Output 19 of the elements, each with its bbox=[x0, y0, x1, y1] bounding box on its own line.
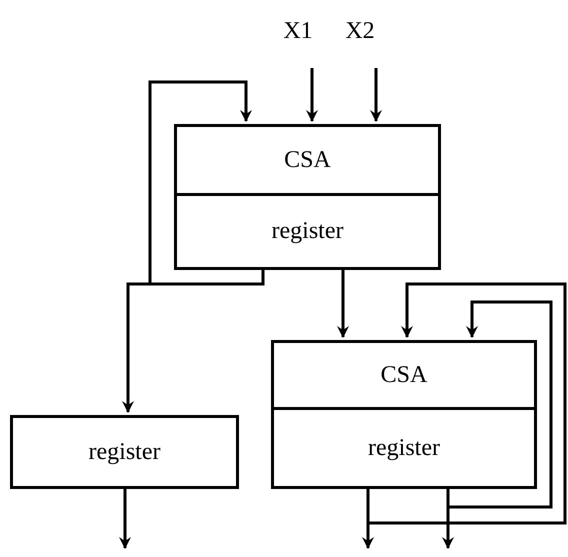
arrow bbox=[366, 282, 566, 524]
box-label: register bbox=[368, 434, 440, 462]
process-box bbox=[174, 193, 441, 270]
arrow bbox=[306, 68, 318, 122]
process-box bbox=[271, 407, 537, 489]
process-box bbox=[10, 415, 239, 489]
input-label: X2 bbox=[345, 18, 375, 44]
arrow bbox=[446, 300, 552, 508]
box-label: CSA bbox=[284, 146, 331, 174]
arrow bbox=[370, 68, 382, 122]
box-label: CSA bbox=[380, 362, 428, 388]
process-box bbox=[271, 340, 537, 410]
arrow bbox=[337, 270, 349, 338]
arrow bbox=[119, 489, 131, 549]
process-box bbox=[174, 124, 441, 196]
input-label: X1 bbox=[283, 18, 313, 44]
arrow bbox=[122, 270, 264, 413]
box-label: register bbox=[88, 438, 160, 466]
box-label: register bbox=[272, 218, 344, 245]
